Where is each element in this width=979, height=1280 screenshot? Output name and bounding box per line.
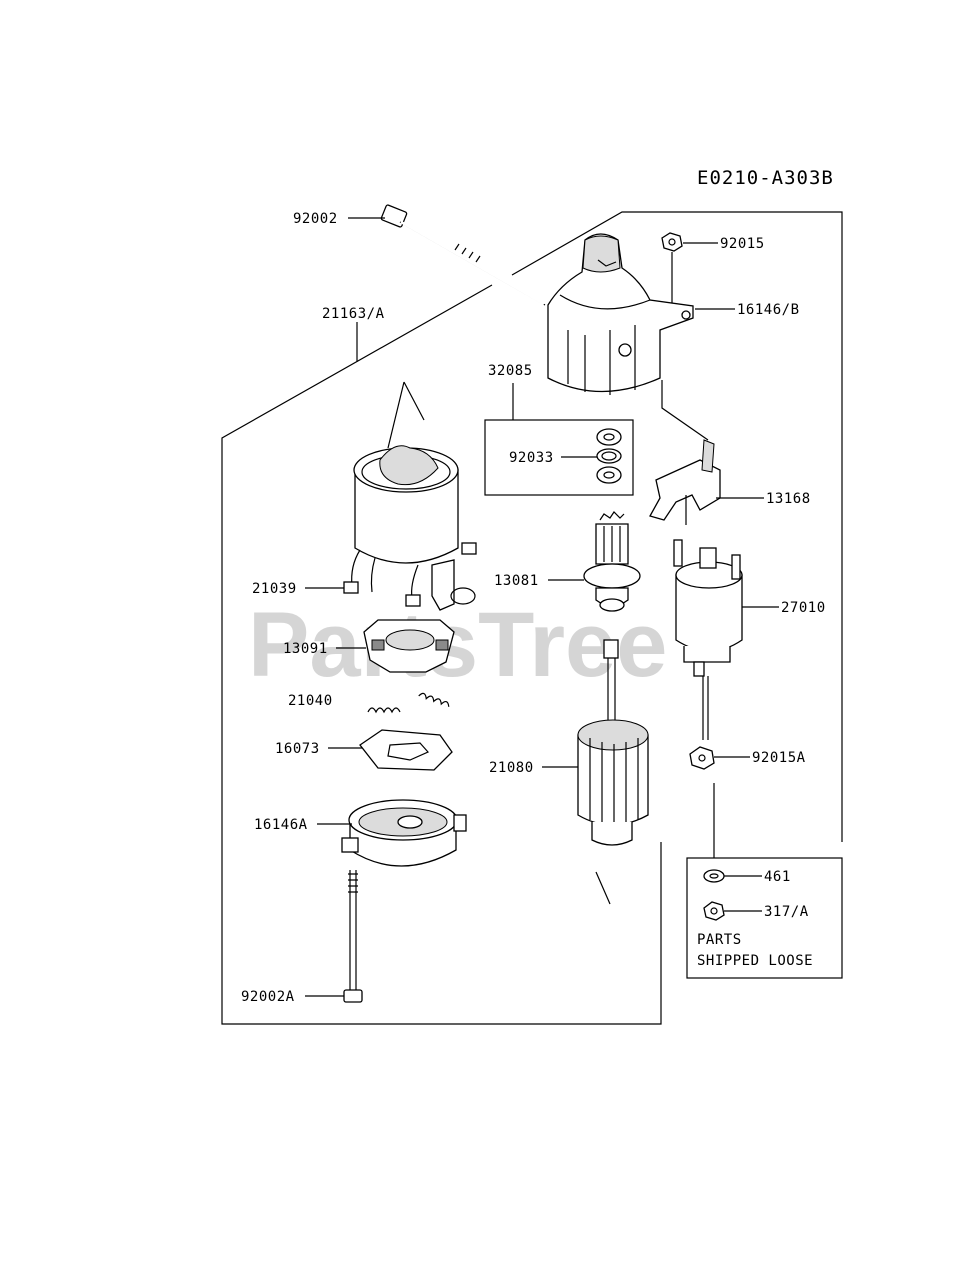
part-16073-plate[interactable] — [359, 729, 453, 771]
label-21039[interactable]: 21039 — [252, 581, 297, 597]
label-92002[interactable]: 92002 — [293, 211, 338, 227]
part-92002a-bolt[interactable] — [343, 870, 363, 1003]
label-92015a[interactable]: 92015A — [752, 750, 806, 766]
kit-32085-box — [484, 419, 634, 496]
label-16146b[interactable]: 16146/B — [737, 302, 800, 318]
diagram-code: E0210-A303B — [697, 167, 834, 189]
part-13081-pinion[interactable] — [583, 511, 641, 612]
part-92015a-nut[interactable] — [689, 746, 715, 770]
label-317a[interactable]: 317/A — [764, 904, 809, 920]
label-13081[interactable]: 13081 — [494, 573, 539, 589]
part-21040-springs[interactable] — [367, 692, 450, 714]
label-13168[interactable]: 13168 — [766, 491, 811, 507]
label-92002a[interactable]: 92002A — [241, 989, 295, 1005]
part-21039-yoke[interactable] — [343, 381, 477, 611]
label-27010[interactable]: 27010 — [781, 600, 826, 616]
label-92033[interactable]: 92033 — [509, 450, 554, 466]
label-92015[interactable]: 92015 — [720, 236, 765, 252]
assembly-outline — [511, 211, 843, 842]
label-32085[interactable]: 32085 — [488, 363, 533, 379]
part-92033-washers[interactable] — [596, 428, 622, 484]
label-21080[interactable]: 21080 — [489, 760, 534, 776]
part-13091-brush-holder[interactable] — [363, 619, 455, 673]
watermark-text: PartsTree — [248, 594, 667, 696]
part-317a-nut[interactable] — [703, 901, 725, 921]
part-27010-solenoid[interactable] — [673, 539, 743, 740]
label-461[interactable]: 461 — [764, 869, 791, 885]
label-21040[interactable]: 21040 — [288, 693, 333, 709]
leader-housing-lever — [661, 380, 709, 441]
part-16146a-bracket[interactable] — [341, 799, 467, 867]
part-16146b-housing[interactable] — [547, 233, 694, 395]
label-21163a[interactable]: 21163/A — [322, 306, 385, 322]
part-461-washer[interactable] — [703, 869, 725, 883]
part-92002-bolt[interactable] — [380, 204, 546, 306]
assembly-outline-lower — [221, 284, 662, 1025]
part-13168-lever[interactable] — [649, 439, 721, 525]
loose-parts-box — [686, 857, 843, 979]
label-13091[interactable]: 13091 — [283, 641, 328, 657]
loose-box-line1: PARTS — [697, 932, 742, 948]
part-92015-nut[interactable] — [661, 232, 683, 252]
part-21080-armature[interactable] — [577, 639, 649, 905]
label-16146a[interactable]: 16146A — [254, 817, 308, 833]
label-16073[interactable]: 16073 — [275, 741, 320, 757]
loose-box-line2: SHIPPED LOOSE — [697, 953, 813, 969]
